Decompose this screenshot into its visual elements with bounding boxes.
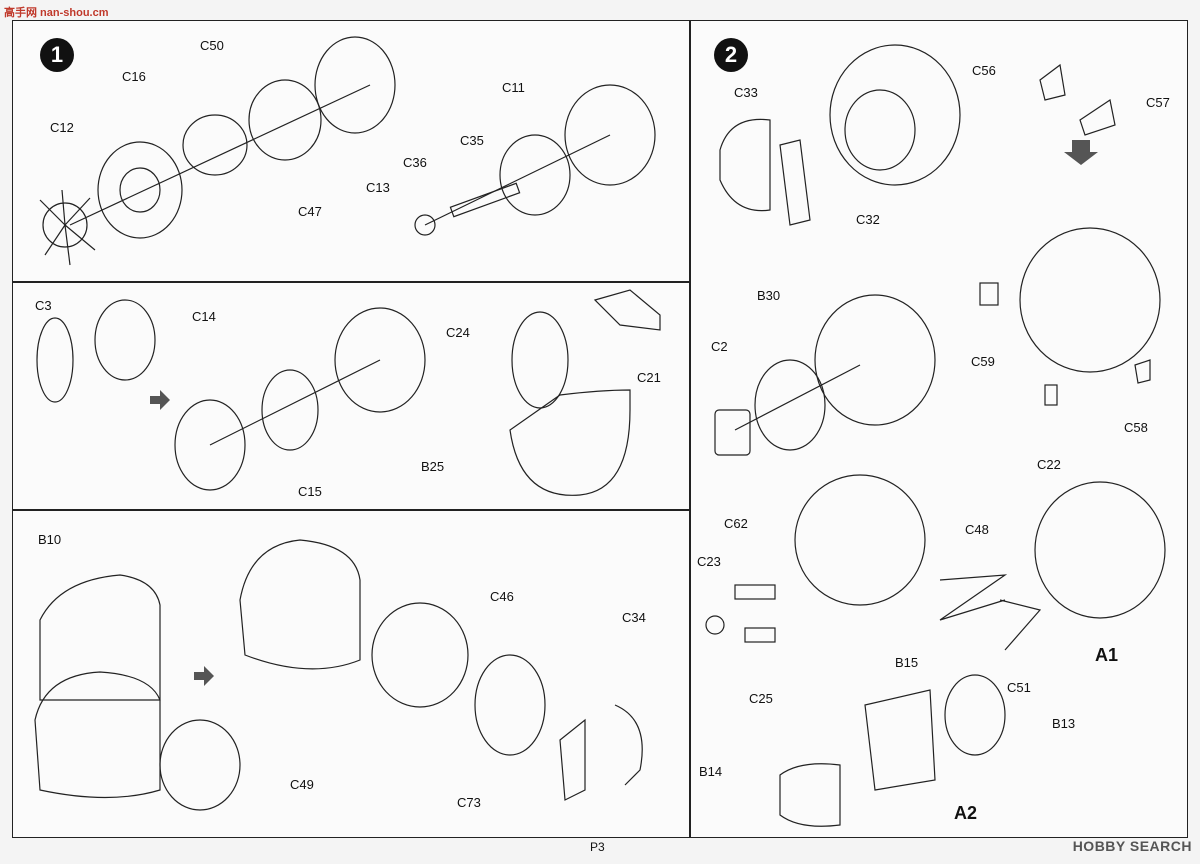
panel-step-1c <box>12 510 690 838</box>
label-c24: C24 <box>446 325 470 340</box>
label-c51: C51 <box>1007 680 1031 695</box>
panel-step-2 <box>690 20 1188 838</box>
step-number-1: 1 <box>40 38 74 72</box>
cowling-assembly <box>239 539 361 670</box>
part-c11-drawing <box>499 134 571 216</box>
part-c51-drawing <box>999 599 1042 651</box>
label-c47: C47 <box>298 204 322 219</box>
part-c24-drawing <box>511 311 569 409</box>
label-b30: B30 <box>757 288 781 303</box>
part-c14-drawing <box>94 299 156 381</box>
part-c25-drawing <box>744 627 776 643</box>
part-b25-drawing <box>509 389 631 496</box>
engine-assembly-2 <box>334 307 426 413</box>
part-c3-drawing <box>36 317 74 403</box>
label-c33: C33 <box>734 85 758 100</box>
part-c2-drawing <box>714 409 751 456</box>
step-number-2: 2 <box>714 38 748 72</box>
part-c48-drawing <box>939 574 1008 621</box>
label-b14: B14 <box>699 764 723 779</box>
label-c2: C2 <box>711 339 728 354</box>
label-b13: B13 <box>1052 716 1076 731</box>
part-c62-drawing <box>734 584 776 600</box>
label-c36: C36 <box>403 155 427 170</box>
label-c32: C32 <box>856 212 880 227</box>
part-c73-drawing <box>559 718 586 801</box>
part-c46-drawing <box>474 654 546 756</box>
label-c48: C48 <box>965 522 989 537</box>
part-b15-drawing <box>864 689 936 791</box>
assembly-marker-a1: A1 <box>1095 645 1119 665</box>
part-c49-drawing <box>159 719 241 811</box>
label-c22: C22 <box>1037 457 1061 472</box>
part-c47-drawing <box>248 79 322 161</box>
part-c15-drawing <box>261 369 319 451</box>
part-c36-drawing <box>414 214 436 236</box>
assembly-marker-a2: A2 <box>954 803 978 823</box>
label-c16: C16 <box>122 69 146 84</box>
watermark-top: 高手网 nan-shou.cm <box>4 7 109 19</box>
step-arrow-right-2 <box>194 666 214 686</box>
part-b10-drawing <box>39 574 161 701</box>
label-b10: B10 <box>38 532 62 547</box>
label-c23: C23 <box>697 554 721 569</box>
label-c59: C59 <box>971 354 995 369</box>
page-number: P3 <box>590 840 605 854</box>
part-c12-rods <box>39 189 96 266</box>
label-c58: C58 <box>1124 420 1148 435</box>
part-c59-drawing <box>979 282 999 306</box>
label-c11: C11 <box>502 80 525 95</box>
engine-assembly-6 <box>1019 227 1161 373</box>
part-c58-drawing <box>1134 359 1151 384</box>
label-c46: C46 <box>490 589 514 604</box>
label-c25: C25 <box>749 691 773 706</box>
part-c22-drawing <box>1044 384 1058 406</box>
part-c32-drawing <box>779 139 811 226</box>
engine-assembly-5 <box>814 294 936 426</box>
label-b15: B15 <box>895 655 919 670</box>
part-c57-drawing <box>1079 99 1116 136</box>
label-c56: C56 <box>972 63 996 78</box>
engine-assembly-8 <box>1034 481 1166 619</box>
label-c73: C73 <box>457 795 481 810</box>
part-b30-drawing <box>754 359 826 451</box>
part-c35-drawing <box>449 182 521 218</box>
step-arrow-right-1 <box>150 390 170 410</box>
engine-assembly-1 <box>564 84 656 186</box>
label-c50: C50 <box>200 38 224 53</box>
step-arrow-down <box>1064 140 1098 165</box>
label-c35: C35 <box>460 133 484 148</box>
part-c12-drawing <box>42 202 88 248</box>
part-c16-drawing <box>97 141 183 239</box>
part-c33-drawing <box>719 118 771 212</box>
label-c34: C34 <box>622 610 646 625</box>
part-c21-drawing <box>593 289 661 331</box>
engine-assembly-4 <box>829 44 961 186</box>
part-c34-drawing <box>614 704 643 786</box>
part-c13-drawing <box>314 36 396 134</box>
label-c15: C15 <box>298 484 322 499</box>
label-c49: C49 <box>290 777 314 792</box>
watermark-bottom: HOBBY SEARCH <box>1072 838 1192 854</box>
part-c50-drawing <box>182 114 248 176</box>
part-c23-drawing <box>705 615 725 635</box>
label-c3: C3 <box>35 298 52 313</box>
engine-assembly-3 <box>371 602 469 708</box>
label-b25: B25 <box>421 459 445 474</box>
label-c13: C13 <box>366 180 390 195</box>
label-c21: C21 <box>637 370 661 385</box>
part-b13-drawing <box>944 674 1006 756</box>
part-b14-drawing <box>779 763 841 827</box>
part-c56-drawing <box>1039 63 1066 101</box>
label-c57: C57 <box>1146 95 1170 110</box>
engine-assembly-7 <box>794 474 926 606</box>
label-c62: C62 <box>724 516 748 531</box>
label-c12: C12 <box>50 120 74 135</box>
label-c14: C14 <box>192 309 216 324</box>
